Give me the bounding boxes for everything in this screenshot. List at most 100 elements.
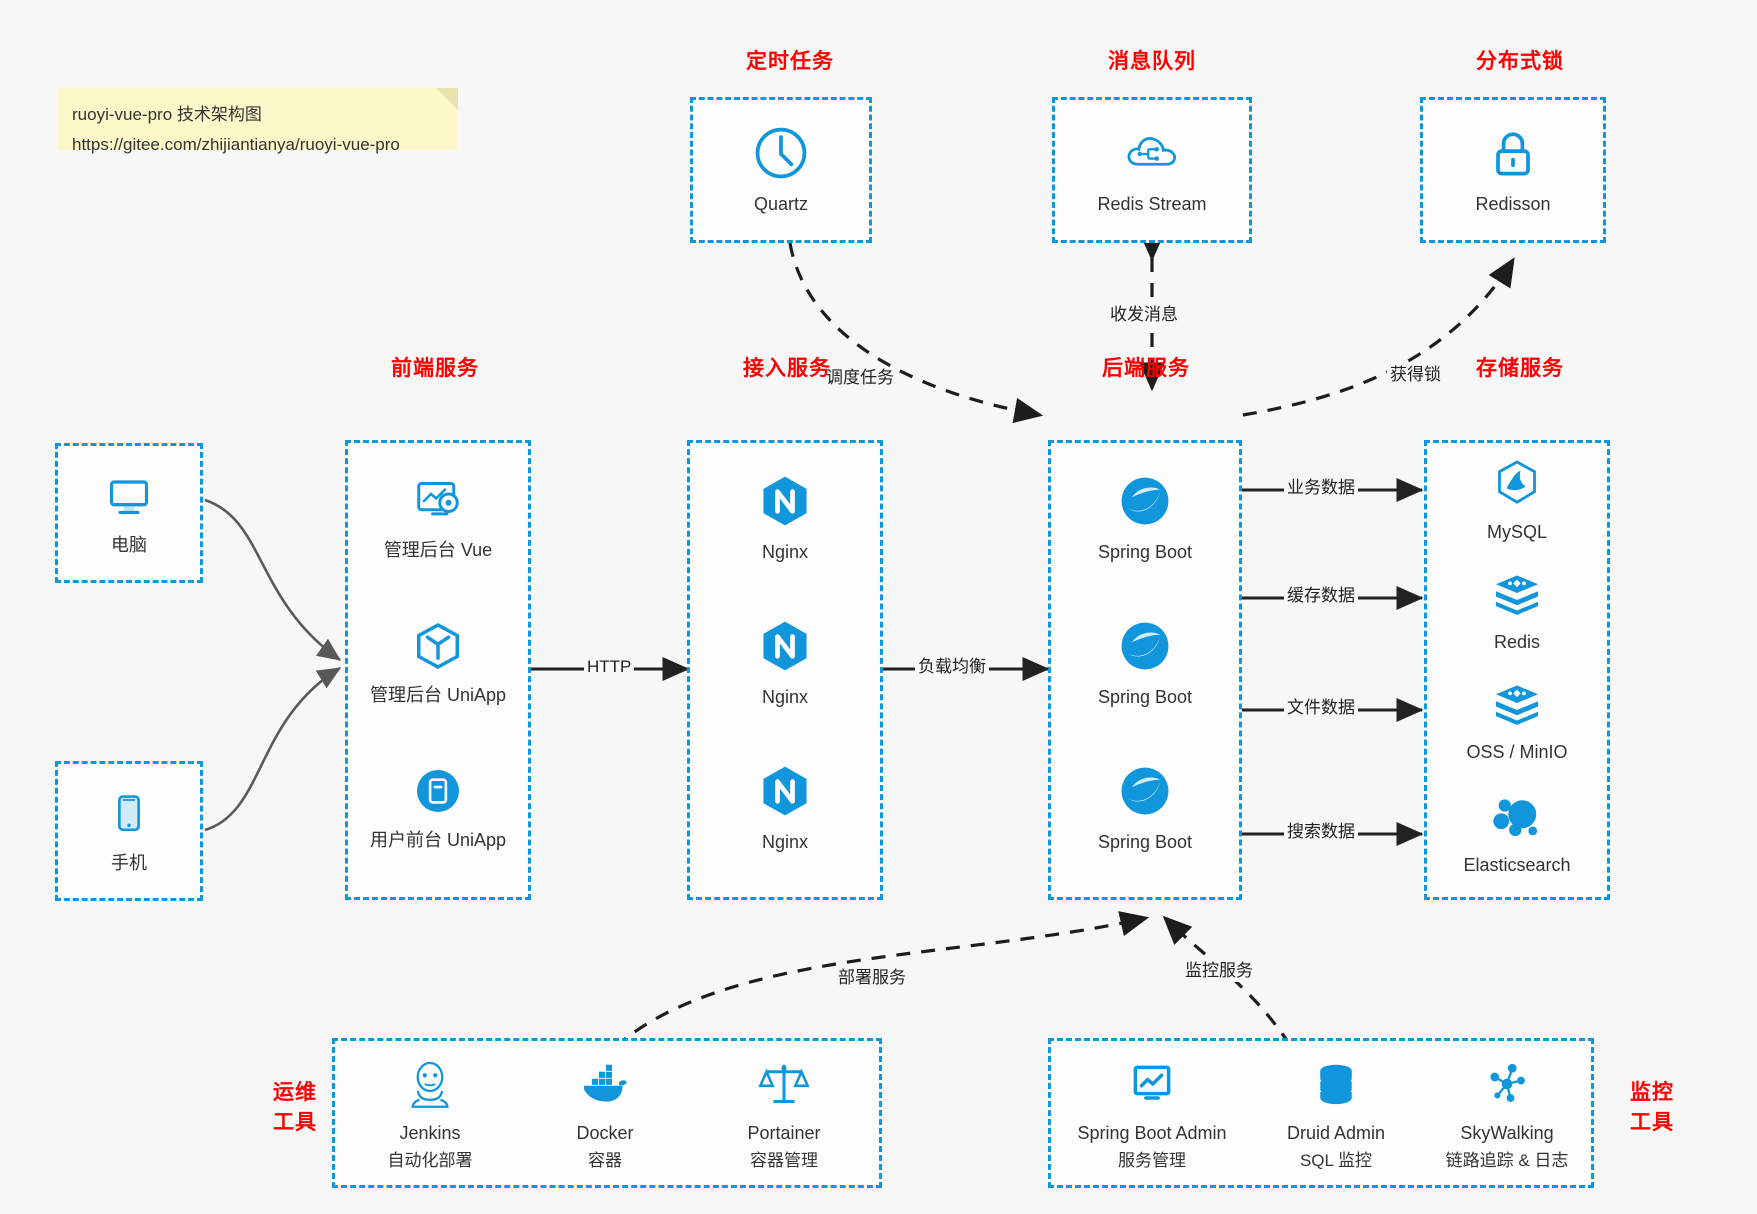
edge-label-schedule: 调度任务: [823, 367, 897, 389]
node-spring-boot-admin[interactable]: Spring Boot Admin 服务管理: [1057, 1047, 1247, 1181]
group-label-distributed-lock: 分布式锁: [1476, 50, 1564, 73]
node-nginx-3[interactable]: Nginx: [690, 743, 880, 873]
nginx-icon: [763, 621, 807, 671]
group-label-devops-line2: 工具: [273, 1111, 317, 1134]
group-label-monitor-line1: 监控: [1630, 1081, 1674, 1104]
node-desc: 链路追踪 & 日志: [1445, 1150, 1569, 1170]
group-box-devops: Jenkins 自动化部署 Docker 容器: [332, 1038, 882, 1188]
node-redisson[interactable]: Redisson: [1423, 100, 1603, 240]
node-label: 电脑: [111, 535, 147, 555]
node-spring-boot-3[interactable]: Spring Boot: [1051, 743, 1239, 873]
node-label: Portainer: [747, 1122, 821, 1143]
edge-label-mq: 收发消息: [1107, 304, 1181, 326]
node-quartz[interactable]: Quartz: [693, 100, 869, 240]
node-portainer[interactable]: Portainer 容器管理: [695, 1047, 873, 1181]
group-box-client-mobile: 手机: [55, 761, 203, 901]
node-desc: 容器管理: [750, 1150, 818, 1170]
node-spring-boot-1[interactable]: Spring Boot: [1051, 453, 1239, 583]
node-label: Spring Boot: [1097, 832, 1193, 852]
edge-label-lock: 获得锁: [1387, 364, 1444, 386]
group-label-backend: 后端服务: [1102, 357, 1190, 380]
group-label-devops: 运维 工具: [255, 1078, 335, 1138]
node-elasticsearch[interactable]: Elasticsearch: [1427, 773, 1607, 893]
node-mobile[interactable]: 手机: [58, 764, 200, 898]
node-label: Redis: [1493, 632, 1541, 652]
node-label: Nginx: [761, 832, 809, 852]
nginx-icon: [763, 476, 807, 526]
node-label: SkyWalking: [1460, 1122, 1554, 1143]
clock-icon: [755, 127, 807, 179]
node-desktop[interactable]: 电脑: [58, 446, 200, 580]
node-oss-minio[interactable]: OSS / MinIO: [1427, 665, 1607, 775]
group-label-devops-line1: 运维: [273, 1081, 317, 1104]
group-box-distributed-lock: Redisson: [1420, 97, 1606, 243]
node-nginx-2[interactable]: Nginx: [690, 598, 880, 728]
skywalking-icon: [1490, 1063, 1525, 1102]
node-jenkins[interactable]: Jenkins 自动化部署: [345, 1047, 515, 1181]
node-admin-uniapp[interactable]: 管理后台 UniApp: [348, 598, 528, 728]
node-label: Redisson: [1475, 194, 1551, 214]
node-user-uniapp[interactable]: 用户前台 UniApp: [348, 743, 528, 873]
redis-icon: [1496, 575, 1538, 615]
node-skywalking[interactable]: SkyWalking 链路追踪 & 日志: [1423, 1047, 1591, 1181]
group-label-frontend: 前端服务: [391, 357, 479, 380]
note-title: ruoyi-vue-pro 技术架构图: [72, 105, 262, 124]
group-box-gateway: Nginx Nginx Nginx: [687, 440, 883, 900]
node-label: Nginx: [761, 687, 809, 707]
oss-icon: [1496, 685, 1538, 725]
node-label: Nginx: [761, 542, 809, 562]
desktop-icon: [109, 480, 149, 515]
group-label-gateway: 接入服务: [743, 357, 831, 380]
scales-icon: [758, 1064, 810, 1103]
edge-label-cache-data: 缓存数据: [1284, 585, 1358, 607]
node-label: Spring Boot: [1097, 687, 1193, 707]
edge-label-http: HTTP: [584, 656, 635, 678]
jenkins-icon: [411, 1061, 449, 1108]
node-label: MySQL: [1486, 522, 1547, 542]
note-url: https://gitee.com/zhijiantianya/ruoyi-vu…: [72, 135, 400, 154]
node-docker[interactable]: Docker 容器: [520, 1047, 690, 1181]
mysql-icon: [1498, 460, 1536, 504]
edge-label-observe: 监控服务: [1182, 960, 1256, 982]
node-mysql[interactable]: MySQL: [1427, 445, 1607, 555]
nginx-icon: [763, 766, 807, 816]
group-box-frontend: 管理后台 Vue 管理后台 UniApp 用户前台 UniApp: [345, 440, 531, 900]
wire-lock: [1242, 257, 1515, 417]
node-redis[interactable]: Redis: [1427, 555, 1607, 665]
node-label: Spring Boot Admin: [1077, 1122, 1227, 1143]
note-fold-icon: [436, 88, 458, 110]
node-desc: 自动化部署: [387, 1150, 473, 1170]
dashboard-gear-icon: [417, 482, 459, 516]
spring-boot-icon: [1121, 477, 1169, 525]
node-label: 用户前台 UniApp: [369, 830, 507, 850]
group-label-storage: 存储服务: [1476, 357, 1564, 380]
node-label: Elasticsearch: [1463, 855, 1571, 875]
node-label: OSS / MinIO: [1466, 742, 1568, 762]
spring-boot-icon: [1121, 767, 1169, 815]
group-box-storage: MySQL Redis OSS / MinIO: [1424, 440, 1610, 900]
cube-icon: [417, 623, 459, 669]
node-admin-vue[interactable]: 管理后台 Vue: [348, 453, 528, 583]
node-label: Druid Admin: [1286, 1122, 1386, 1143]
group-box-monitor: Spring Boot Admin 服务管理 Druid Admin SQL 监…: [1048, 1038, 1594, 1188]
edge-label-lb: 负载均衡: [915, 656, 989, 678]
wire-mobile-to-frontend: [204, 666, 342, 832]
mobile-icon: [118, 795, 140, 832]
wire-schedule: [788, 242, 1044, 424]
node-spring-boot-2[interactable]: Spring Boot: [1051, 598, 1239, 728]
edge-label-search-data: 搜索数据: [1284, 821, 1358, 843]
node-label: Docker: [576, 1122, 634, 1143]
app-window-icon: [417, 770, 459, 812]
node-redis-stream[interactable]: Redis Stream: [1055, 100, 1249, 240]
group-box-message-queue: Redis Stream: [1052, 97, 1252, 243]
node-druid-admin[interactable]: Druid Admin SQL 监控: [1251, 1047, 1421, 1181]
node-nginx-1[interactable]: Nginx: [690, 453, 880, 583]
spring-boot-icon: [1121, 622, 1169, 670]
node-label: 手机: [111, 853, 147, 873]
group-label-monitor: 监控 工具: [1612, 1078, 1692, 1138]
group-label-monitor-line2: 工具: [1630, 1111, 1674, 1134]
node-label: Spring Boot: [1097, 542, 1193, 562]
group-box-scheduled-task: Quartz: [690, 97, 872, 243]
node-label: Quartz: [753, 194, 809, 214]
